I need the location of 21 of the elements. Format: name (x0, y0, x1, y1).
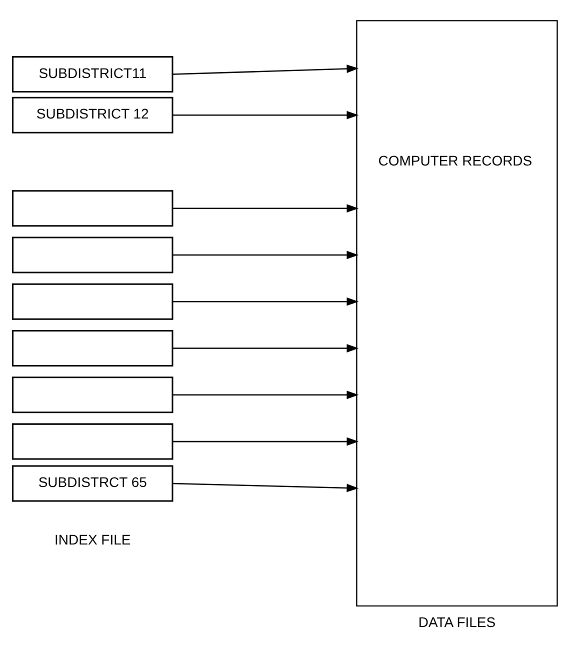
arrow (172, 110, 359, 119)
label: INDEX FILE (54, 530, 131, 547)
arrow (172, 250, 359, 259)
node-box: SUBDISTRICT 12 (12, 96, 174, 133)
node-box: SUBDISTRICT11 (12, 56, 174, 92)
node-box (12, 376, 174, 413)
node-box (12, 236, 174, 273)
arrow (172, 482, 359, 492)
node-box: COMPUTER RECORDS (356, 20, 558, 606)
node-box: SUBDISTRCT 65 (12, 464, 174, 502)
node-box (12, 330, 174, 366)
arrow (172, 296, 359, 306)
arrow (172, 436, 359, 446)
arrow (172, 344, 359, 352)
node-box (12, 190, 174, 226)
node-box (12, 282, 174, 320)
node-box (12, 422, 174, 460)
node-label: DATA FILES (418, 614, 496, 630)
arrow (172, 390, 359, 399)
arrow (172, 64, 359, 74)
arrow (172, 204, 359, 212)
